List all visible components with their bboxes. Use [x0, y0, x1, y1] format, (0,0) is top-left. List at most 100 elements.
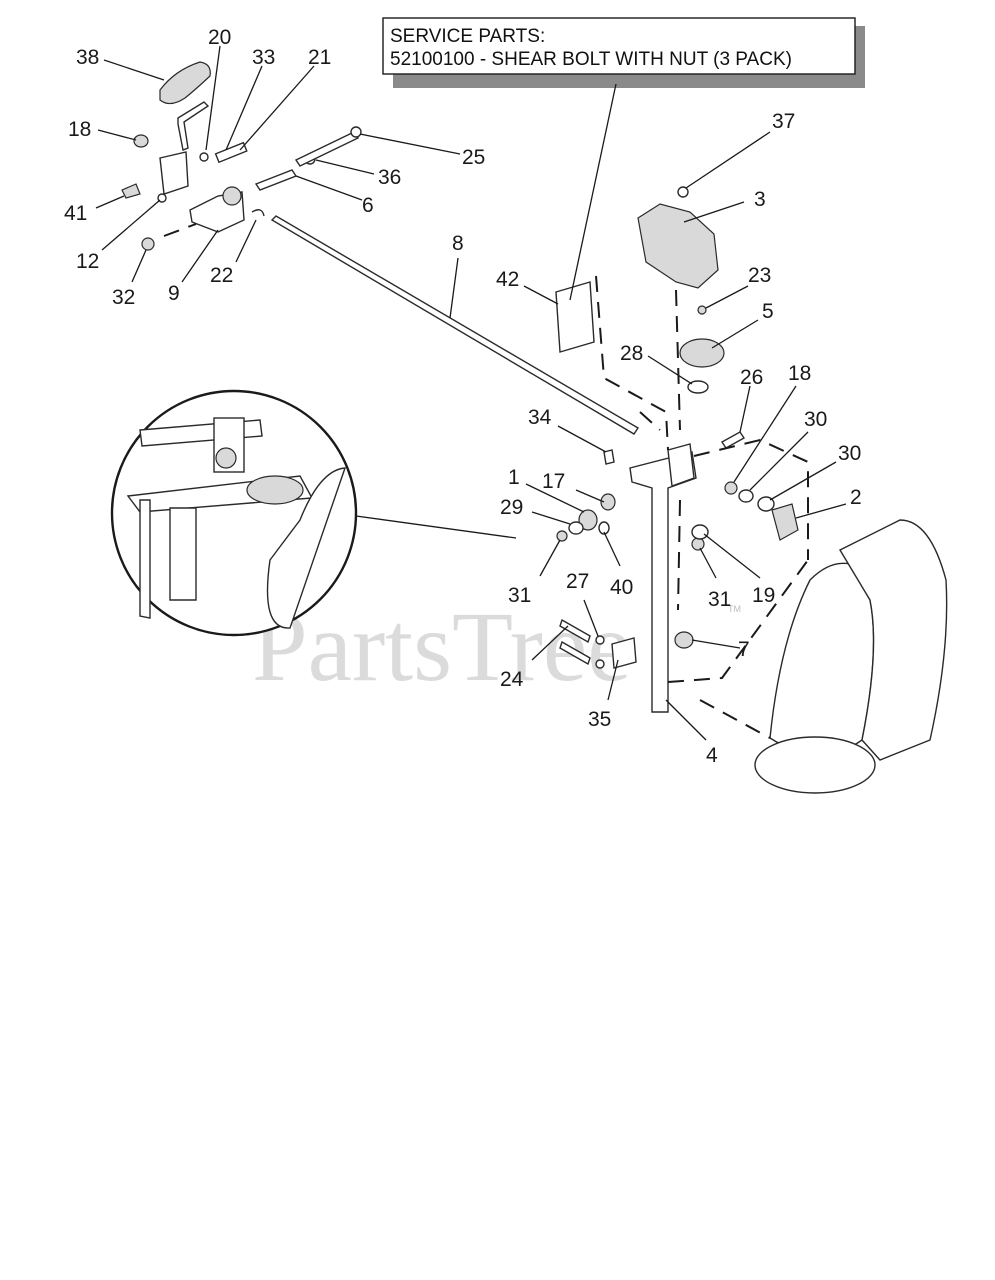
leader-23 — [705, 285, 749, 309]
dash-cover-to-gear — [675, 289, 681, 431]
callout-29: 29 — [500, 496, 523, 519]
callout-41: 41 — [64, 202, 87, 225]
upper-left-assembly — [121, 61, 362, 251]
part-4-tube — [629, 451, 697, 713]
callout-34: 34 — [528, 406, 552, 429]
leader-4 — [665, 699, 707, 741]
leader-34 — [557, 425, 607, 453]
leader-30b — [769, 461, 837, 501]
leader-17 — [575, 489, 605, 503]
part-27-nut-bottom — [595, 659, 605, 669]
callout-6: 6 — [362, 194, 374, 217]
part-22-clip — [251, 209, 265, 217]
leader-20 — [205, 45, 221, 151]
leader-33 — [225, 65, 263, 151]
dash-42-to-bracket — [595, 275, 669, 451]
part-41-clip — [121, 183, 141, 199]
part-29-washer — [568, 521, 584, 535]
leader-21 — [239, 65, 315, 151]
part-17-nut — [600, 493, 616, 511]
leader-32 — [131, 249, 147, 283]
leader-service-to-42 — [569, 83, 617, 301]
leader-lines — [95, 45, 847, 741]
chute-assembly — [555, 186, 948, 794]
leader-35 — [607, 659, 619, 701]
service-parts-title: SERVICE PARTS: — [390, 26, 545, 47]
leader-30a — [749, 431, 809, 491]
callout-37: 37 — [772, 110, 795, 133]
service-parts-box: SERVICE PARTS: 52100100 - SHEAR BOLT WIT… — [382, 17, 865, 88]
leader-19 — [703, 533, 761, 579]
leader-8 — [449, 257, 459, 319]
part-32-nut — [141, 237, 155, 251]
callout-24: 24 — [500, 668, 524, 691]
part-19-spring — [691, 524, 709, 540]
part-30a-washer — [738, 489, 754, 503]
leader-41 — [95, 195, 125, 209]
leader-31a — [539, 539, 561, 577]
dash-rod-to-ring — [699, 699, 771, 739]
callout-19: 19 — [752, 584, 775, 607]
callout-28: 28 — [620, 342, 643, 365]
part-25-bolt-head — [350, 126, 362, 138]
part-6-pivot-pin — [254, 169, 298, 191]
leader-27 — [583, 599, 599, 637]
dash-shaft-end — [639, 411, 661, 431]
part-8-shaft — [270, 215, 639, 435]
assembly-dash-line — [163, 223, 197, 237]
part-18-nut — [133, 134, 149, 148]
leader-12 — [101, 199, 161, 251]
callout-30b: 30 — [838, 442, 861, 465]
leader-24 — [531, 625, 569, 661]
callout-2: 2 — [850, 486, 862, 509]
leader-5 — [711, 319, 759, 349]
leader-40 — [603, 531, 621, 567]
callout-18a: 18 — [68, 118, 91, 141]
watermark-tm: TM — [728, 604, 741, 614]
dash-rod-to-chute — [667, 559, 809, 683]
leader-42 — [523, 285, 559, 305]
detail-gear-small — [215, 447, 237, 469]
part-31b-nut — [691, 537, 705, 551]
leader-26 — [739, 385, 751, 433]
part-40-spacer — [598, 521, 610, 535]
part-27-nut-top — [595, 635, 605, 645]
callout-35: 35 — [588, 708, 611, 731]
leader-28 — [647, 355, 693, 385]
callout-22: 22 — [210, 264, 233, 287]
part-2-gear-housing — [771, 503, 799, 541]
chute-base-ring — [754, 736, 876, 794]
leader-9 — [181, 229, 219, 283]
part-33-roll-pin — [214, 141, 248, 164]
callout-42: 42 — [496, 268, 519, 291]
callout-32: 32 — [112, 286, 135, 309]
leader-1 — [525, 483, 585, 513]
callout-23: 23 — [748, 264, 771, 287]
part-4-top-bracket — [667, 443, 695, 487]
detail-gear-large — [246, 475, 304, 505]
part-38-handle-knob — [159, 61, 211, 105]
part-3-cover — [637, 203, 719, 289]
part-26-bolt — [720, 431, 746, 449]
leader-29 — [531, 511, 571, 525]
service-parts-shear-bolt: 52100100 - SHEAR BOLT WITH NUT (3 PACK) — [390, 49, 792, 70]
service-parts-frame — [382, 17, 856, 75]
callout-36: 36 — [378, 166, 401, 189]
callout-numbers: 38 20 33 21 18 25 36 6 41 12 9 22 32 8 3… — [64, 26, 862, 767]
part-5-gear — [679, 338, 725, 368]
callout-20: 20 — [208, 26, 231, 49]
dash-gear-to-nut — [677, 499, 681, 611]
part-1-clamp — [578, 509, 598, 531]
part-crank-rod — [177, 101, 210, 151]
callout-30a: 30 — [804, 408, 827, 431]
callout-26: 26 — [740, 366, 763, 389]
callout-8: 8 — [452, 232, 464, 255]
part-7-nut — [674, 631, 694, 649]
leader-6 — [295, 175, 363, 201]
callout-27: 27 — [566, 570, 589, 593]
dash-right-bracket — [693, 438, 809, 560]
callout-4: 4 — [706, 744, 718, 767]
callout-7: 7 — [738, 638, 750, 661]
leader-38 — [103, 59, 165, 81]
detail-bracket — [169, 507, 197, 601]
